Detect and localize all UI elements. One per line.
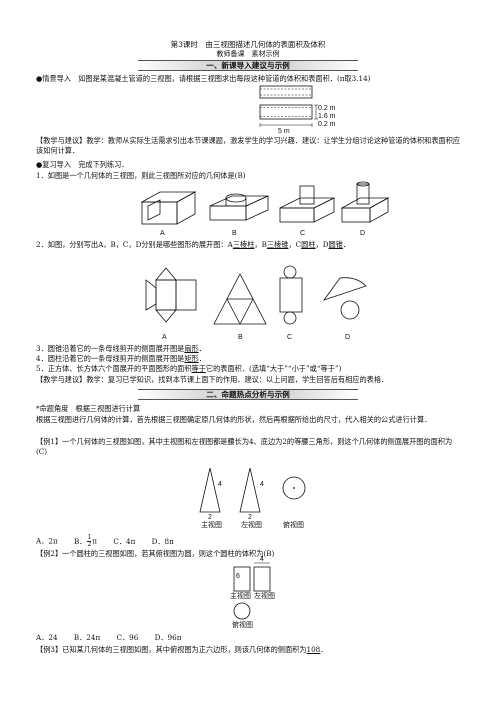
ex1-option-b: B． bbox=[73, 536, 87, 546]
pipe-dim-1: 0.2 m bbox=[318, 105, 336, 112]
ex1-side-1: 4 bbox=[218, 481, 222, 488]
hot-angle-heading: *命题角度 根据三视图进行计算 bbox=[36, 404, 141, 413]
review-question-2: 2．如图，分别写出A，B，C，D分别是哪些图形的展开图：A三棱柱，B三棱锥，C圆… bbox=[36, 240, 462, 250]
q5-text-2: 它的表面积．(选填“大于”“小于”或“等于”) bbox=[205, 364, 342, 373]
ex3-text: 【例3】已知某几何体的三视图如图，其中俯视图为正六边形，则该几何体的侧面积为 bbox=[36, 645, 307, 654]
ex1-base-1: 2 bbox=[208, 514, 212, 521]
review-question-4: 4．圆柱沿着它的一条母线剪开的侧面展开图是矩形． bbox=[36, 354, 206, 363]
pipe-length: 5 m bbox=[278, 128, 290, 135]
ex2-option-b: B．24π bbox=[73, 633, 101, 642]
example-1-figure bbox=[199, 467, 306, 513]
ex1-left-view-label: 左视图 bbox=[241, 522, 262, 529]
ex1-base-2: 2 bbox=[248, 514, 252, 521]
q2-text-4: ，D bbox=[315, 240, 329, 249]
ex2-option-d: D．96π bbox=[154, 633, 182, 642]
ex2-top-view-label: 俯视图 bbox=[232, 622, 253, 629]
q1-label-d: D bbox=[360, 230, 366, 237]
q3-answer: 扇形 bbox=[184, 344, 199, 353]
q1-label-a: A bbox=[160, 230, 165, 237]
q1-label-b: B bbox=[232, 230, 237, 237]
pipe-dim-2: 1.6 m bbox=[318, 113, 336, 120]
hot-intro-text: 根据三视图进行几何体的计算，首先根据三视图确定原几何体的形状，然后再根据所给出的… bbox=[36, 415, 432, 424]
fraction-denominator: 2 bbox=[87, 541, 92, 548]
q5-text-1: 5．正方体、长方体六个面展开的平面图形的面积 bbox=[36, 364, 192, 373]
q4-text: 4．圆柱沿着它的一条母线剪开的侧面展开图是 bbox=[36, 354, 185, 363]
q2-label-b: B bbox=[238, 334, 243, 341]
q4-answer: 矩形 bbox=[184, 354, 199, 363]
review-heading: ●复习导入 完成下列练习． bbox=[36, 160, 129, 169]
pipe-three-views-figure bbox=[259, 85, 318, 127]
q2-label-a: A bbox=[162, 334, 167, 341]
q2-label-d: D bbox=[345, 334, 351, 341]
situation-intro-text: ●情景导入 如图是某混凝土管道的三视图，请根据三视图求出每段这种管道的体积和表面… bbox=[36, 74, 371, 83]
review-question-5: 5．正方体、长方体六个面展开的平面图形的面积等于它的表面积．(选填“大于”“小于… bbox=[36, 364, 462, 374]
example-1-text: 【例1】一个几何体的三视图如图，其中主视图和左视图都是腰长为4、底边为2的等腰三… bbox=[36, 437, 453, 456]
ex1-option-c: C．4π bbox=[113, 536, 136, 546]
ex2-front-view-label: 主视图 bbox=[230, 593, 251, 600]
ex2-option-c: C．96 bbox=[116, 633, 139, 642]
ex2-option-a: A．24 bbox=[36, 633, 58, 642]
q1-label-c: C bbox=[300, 230, 306, 237]
fraction-numerator: 1 bbox=[87, 534, 92, 542]
q5-answer: 等于 bbox=[191, 364, 206, 373]
example-2-options: A．24 B．24π C．96 D．96π bbox=[36, 633, 462, 643]
lesson-title: 第3课时 由三视图描述几何体的表面积及体积 bbox=[170, 40, 326, 49]
ex3-answer: 108 bbox=[306, 645, 321, 654]
lesson-subtitle: 教师备课 素材示例 bbox=[216, 50, 280, 58]
example-2-figure bbox=[233, 562, 271, 620]
q2-text-3: ，C bbox=[288, 240, 302, 249]
q2-label-c: C bbox=[287, 334, 293, 341]
q2-text-2: ，B bbox=[254, 240, 267, 249]
ex2-width-label: 4 bbox=[260, 556, 264, 563]
ex1-option-d: D．8π bbox=[151, 536, 174, 546]
q2-nets-figure bbox=[145, 265, 367, 325]
q2-answer-c: 圆柱 bbox=[301, 240, 316, 249]
ex1-option-b-pi: π bbox=[92, 536, 98, 546]
section-banner-hot: 二、命题热点分析与示例 bbox=[138, 389, 358, 400]
review-question-3: 3．圆锥沿着它的一条母线剪开的侧面展开图是扇形． bbox=[36, 344, 206, 353]
q3-text: 3．圆锥沿着它的一条母线剪开的侧面展开图是 bbox=[36, 344, 185, 353]
q2-answer-a: 三棱柱 bbox=[232, 240, 255, 249]
review-teaching-advice: 【教学与建议】教学：复习已学知识，找到本节课上面下的作用．建议：以上问题，学生回… bbox=[36, 375, 389, 384]
pipe-dim-3: 0.2 m bbox=[318, 121, 336, 128]
ex1-option-a: A．2π bbox=[36, 536, 58, 546]
q2-answer-d: 圆锥 bbox=[328, 240, 343, 249]
ex3-end: ． bbox=[320, 645, 328, 654]
review-question-1: 1．如图是一个几何体的三视图，则此三视图所对应的几何体是(B) bbox=[36, 171, 246, 180]
ex2-left-view-label: 左视图 bbox=[254, 593, 275, 600]
example-2-text: 【例2】一个圆柱的三视图如图，若其俯视图为圆，则这个圆柱的体积为(B) bbox=[36, 549, 275, 558]
ex2-height-label: 6 bbox=[236, 573, 240, 580]
section-banner-intro: 一、新课导入建议与示例 bbox=[138, 60, 358, 71]
q2-text-5: ． bbox=[342, 240, 351, 249]
intro-teaching-advice: 【教学与建议】教学：教师从实际生活需求引出本节课课题，激发学生的学习兴趣．建议：… bbox=[36, 136, 461, 155]
q2-answer-b: 三棱锥 bbox=[266, 240, 289, 249]
q1-solids-figure bbox=[140, 181, 390, 225]
example-3-text: 【例3】已知某几何体的三视图如图，其中俯视图为正六边形，则该几何体的侧面积为10… bbox=[36, 645, 462, 655]
q2-text-1: 2．如图，分别写出A，B，C，D分别是哪些图形的展开图：A bbox=[36, 240, 233, 249]
ex1-top-view-label: 俯视图 bbox=[283, 522, 304, 529]
ex1-front-view-label: 主视图 bbox=[201, 522, 222, 529]
ex1-side-2: 4 bbox=[260, 481, 264, 488]
